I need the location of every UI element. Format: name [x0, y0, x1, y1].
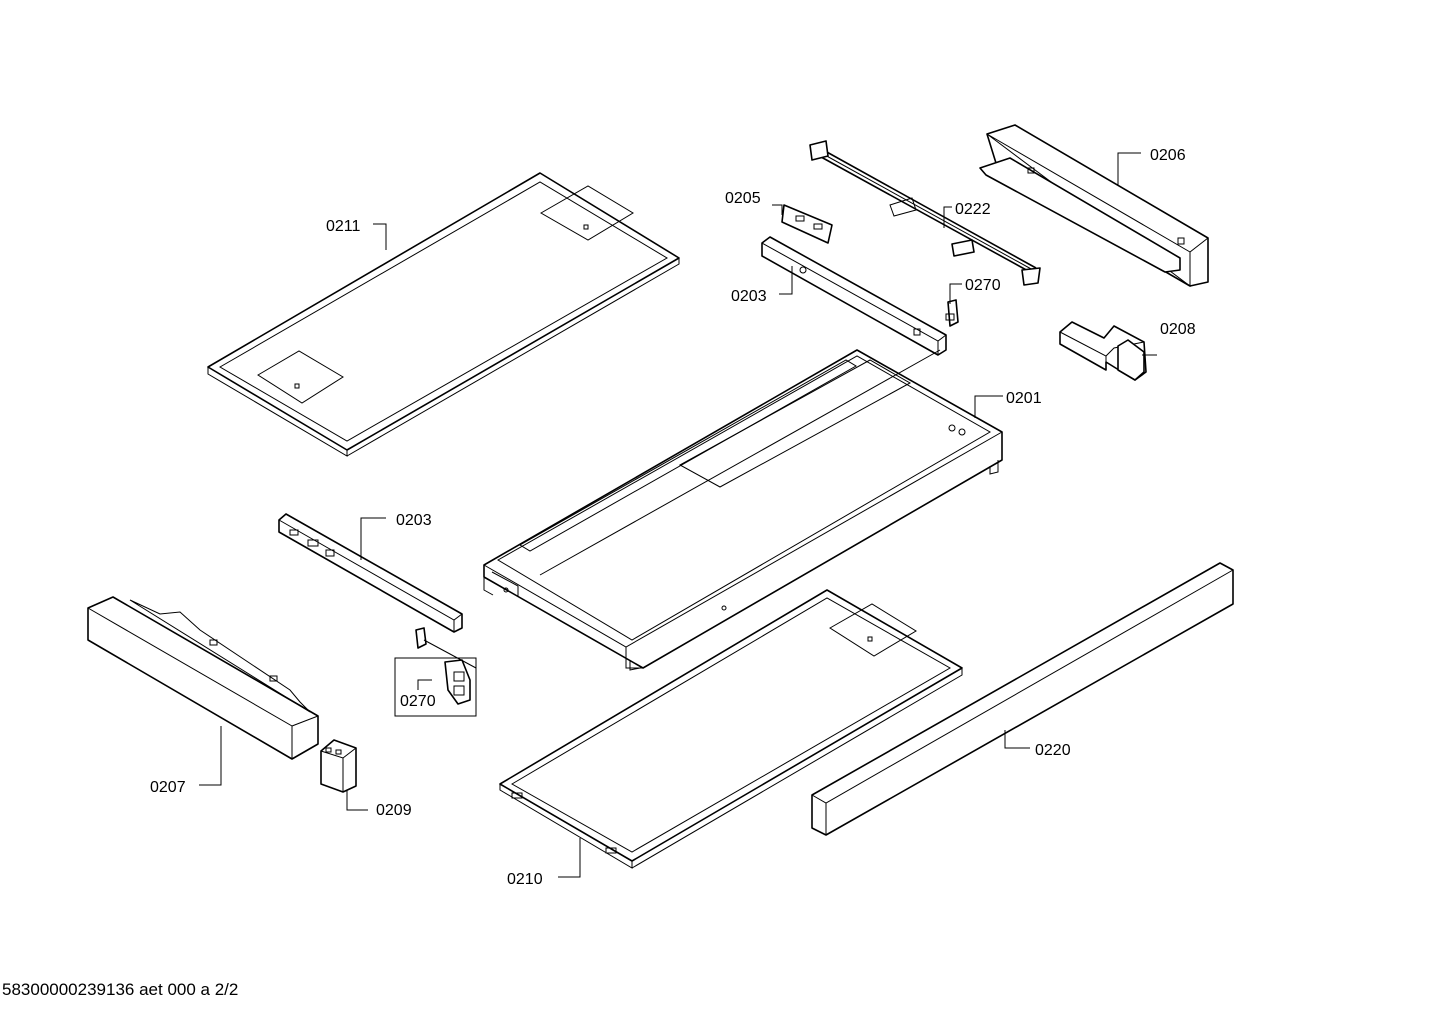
part-0270-clip-upper[interactable]: [945, 299, 959, 327]
part-0210-frame-panel[interactable]: [499, 589, 963, 869]
leader-0203-top: [779, 266, 793, 295]
callout-0270-low[interactable]: 0270: [400, 693, 436, 710]
part-0201-main-housing[interactable]: [483, 349, 1003, 671]
callout-0205[interactable]: 0205: [725, 190, 761, 207]
callout-0208[interactable]: 0208: [1160, 321, 1196, 338]
leader-0270-top: [949, 283, 962, 304]
part-0208-terminal-block[interactable]: [1059, 321, 1147, 381]
part-0209-connector-block[interactable]: [320, 739, 357, 793]
callout-0201[interactable]: 0201: [1006, 390, 1042, 407]
leader-0220: [1004, 730, 1030, 749]
callout-0209[interactable]: 0209: [376, 802, 412, 819]
part-0203-rail-upper[interactable]: [761, 236, 947, 356]
leader-0207: [199, 726, 222, 786]
callout-0222[interactable]: 0222: [955, 201, 991, 218]
part-0205-bracket[interactable]: [781, 204, 833, 244]
leader-0211: [373, 223, 387, 250]
leader-0210: [558, 838, 581, 878]
part-0222-cable-harness[interactable]: [809, 140, 1041, 286]
leader-0209: [346, 790, 368, 811]
part-0206-channel-cover[interactable]: [979, 124, 1209, 287]
leader-0201: [974, 395, 1003, 418]
leader-0203-mid: [360, 517, 386, 560]
document-id: 58300000239136 aet 000 a 2/2: [2, 980, 239, 999]
callout-0211[interactable]: 0211: [326, 218, 361, 235]
callout-0203-mid[interactable]: 0203: [396, 512, 432, 529]
callout-0220[interactable]: 0220: [1035, 742, 1071, 759]
part-0207-channel-cover[interactable]: [87, 596, 319, 760]
leader-0222: [943, 206, 952, 228]
part-0270-clip-detail[interactable]: [394, 627, 477, 717]
callout-0270-top[interactable]: 0270: [965, 277, 1001, 294]
leader-0206: [1117, 152, 1141, 185]
callout-0207[interactable]: 0207: [150, 779, 186, 796]
part-0211-frame-panel[interactable]: [207, 172, 680, 457]
part-0203-rail-lower[interactable]: [278, 513, 463, 633]
leader-0205: [772, 204, 783, 215]
callout-0210[interactable]: 0210: [507, 871, 543, 888]
callout-0203-top[interactable]: 0203: [731, 288, 767, 305]
callout-0206[interactable]: 0206: [1150, 147, 1186, 164]
leader-0270-low: [417, 679, 432, 690]
part-0220-trim-bar[interactable]: [811, 562, 1234, 836]
